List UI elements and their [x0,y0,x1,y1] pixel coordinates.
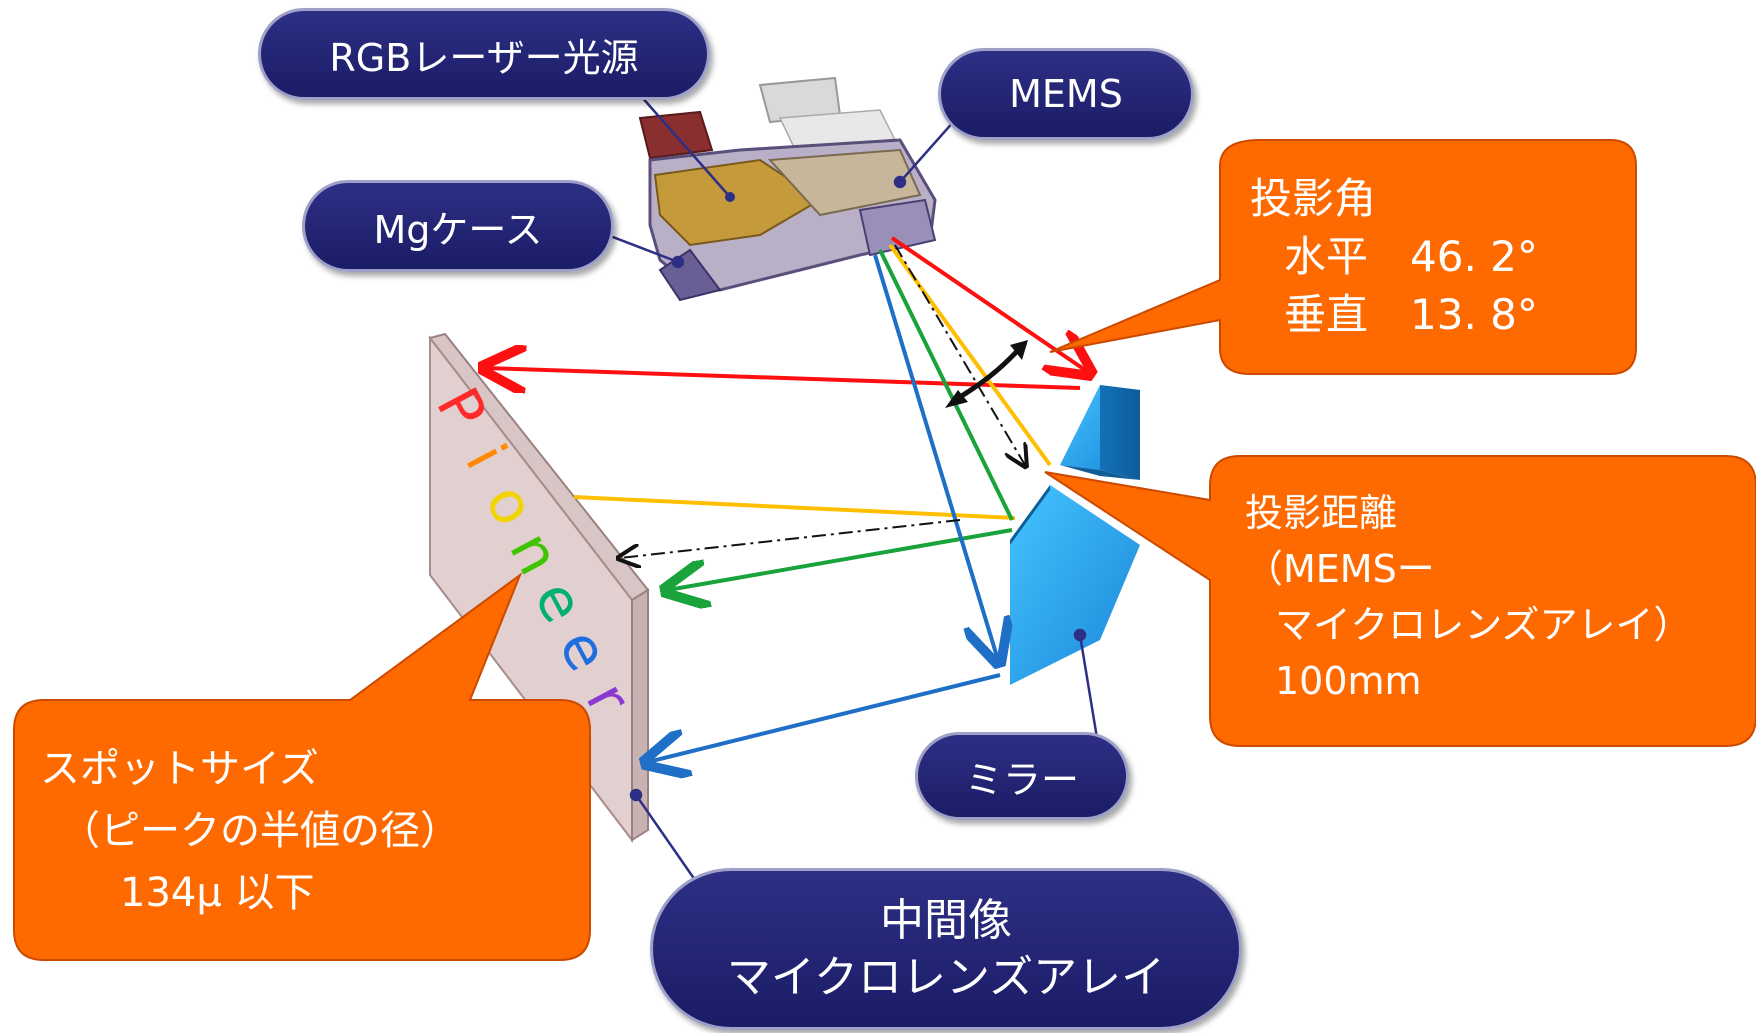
callout-projection-distance: 投影距離 （MEMSー マイクロレンズアレイ） 100mm [1245,485,1745,709]
leader-lines [604,94,1099,881]
label-mems-text: MEMS [1009,72,1123,116]
callout-projection-angle: 投影角 水平 46. 2° 垂直 13. 8° [1250,170,1620,344]
label-rgb-laser-source-text: RGBレーザー光源 [329,35,639,80]
blue-ray-to-mirror [873,254,998,660]
callout-projection-angle-shape [1049,139,1637,375]
mirror-upper [1060,385,1140,480]
projection-distance-line1: （MEMSー [1245,547,1435,591]
label-rgb-laser-source: RGBレーザー光源 [258,8,710,100]
label-mirror-text: ミラー [964,757,1079,802]
projection-distance-title: 投影距離 [1245,491,1398,535]
red-ray-to-mirror [890,236,1088,372]
label-mg-case: Mgケース [302,180,614,272]
spot-size-line2: 134μ 以下 [120,870,315,916]
projection-angle-horizontal: 水平 46. 2° [1284,232,1538,281]
projection-angle-vertical: 垂直 13. 8° [1284,290,1538,339]
label-intermediate-image-line2: マイクロレンズアレイ [726,952,1166,1003]
center-axis-to-mirror [894,244,1025,465]
mirror-lower [1010,485,1140,685]
callout-projection-distance-shape [1044,455,1756,747]
callout-spot-size-shape [13,572,591,961]
yellow-ray-to-screen [573,495,1016,520]
green-ray-to-screen [668,528,1013,590]
projection-distance-line2: マイクロレンズアレイ） [1275,603,1692,647]
yellow-ray-to-mirror [888,243,1052,467]
angle-arc-arrow [953,346,1022,403]
label-intermediate-image: 中間像 マイクロレンズアレイ [650,868,1242,1030]
label-intermediate-image-line1: 中間像 [880,894,1012,946]
green-ray-to-mirror [878,249,1014,521]
projection-angle-title: 投影角 [1250,174,1377,223]
center-axis-to-screen [620,519,961,558]
blue-ray-to-screen [648,673,1001,762]
laser-rays [486,236,1088,762]
label-mirror: ミラー [915,732,1129,820]
mems-module-illustration [638,76,937,302]
callout-spot-size: スポットサイズ （ピークの半値の径） 134μ 以下 [40,738,580,924]
spot-size-title: スポットサイズ [40,746,319,792]
label-mg-case-text: Mgケース [373,207,543,252]
spot-size-line1: （ピークの半値の径） [60,808,460,854]
projection-distance-line3: 100mm [1275,659,1422,703]
label-mems: MEMS [938,48,1194,140]
